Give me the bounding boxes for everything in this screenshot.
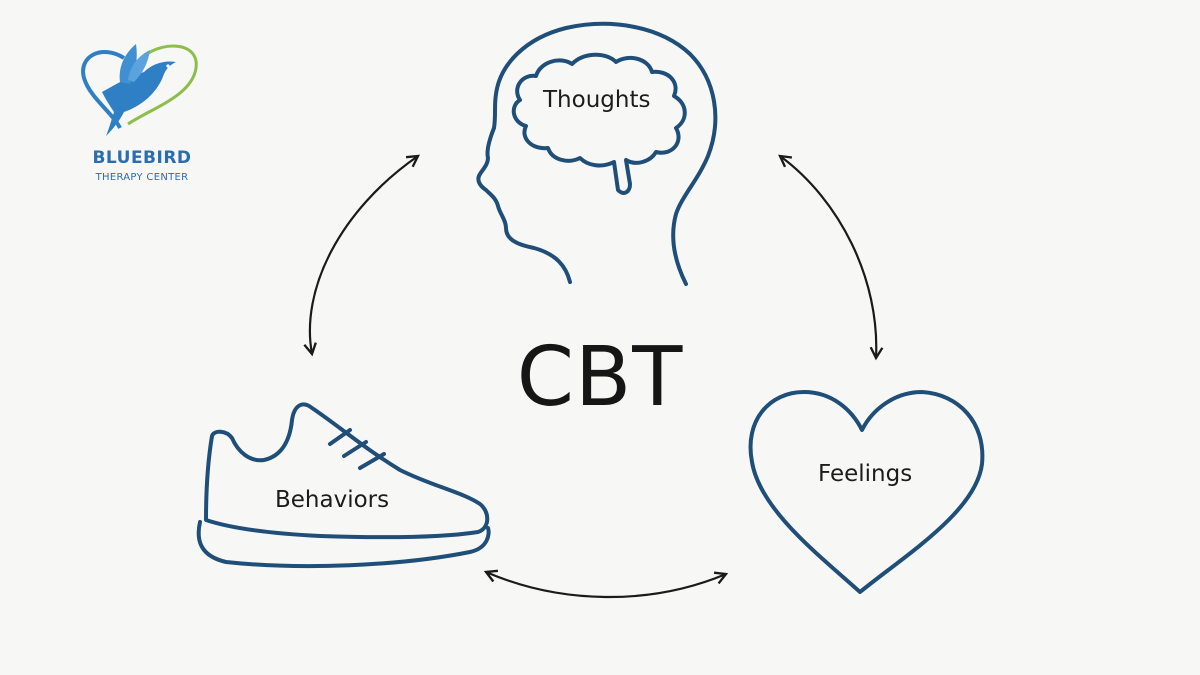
feelings-label: Feelings bbox=[818, 461, 913, 487]
head-brain-icon bbox=[476, 21, 718, 286]
arrow-behaviors-thoughts bbox=[310, 156, 418, 354]
behaviors-label: Behaviors bbox=[275, 487, 390, 513]
heart-icon bbox=[748, 390, 985, 594]
arrow-thoughts-feelings bbox=[780, 156, 876, 358]
logo-name: BLUEBIRD bbox=[92, 148, 192, 168]
bluebird-icon bbox=[81, 44, 198, 136]
arrow-feelings-behaviors bbox=[486, 572, 726, 599]
thoughts-label: Thoughts bbox=[543, 87, 651, 113]
logo-subtitle: THERAPY CENTER bbox=[95, 172, 189, 183]
center-title: CBT bbox=[516, 330, 684, 425]
shoe-icon bbox=[196, 402, 491, 569]
logo: BLUEBIRD THERAPY CENTER bbox=[72, 36, 212, 196]
